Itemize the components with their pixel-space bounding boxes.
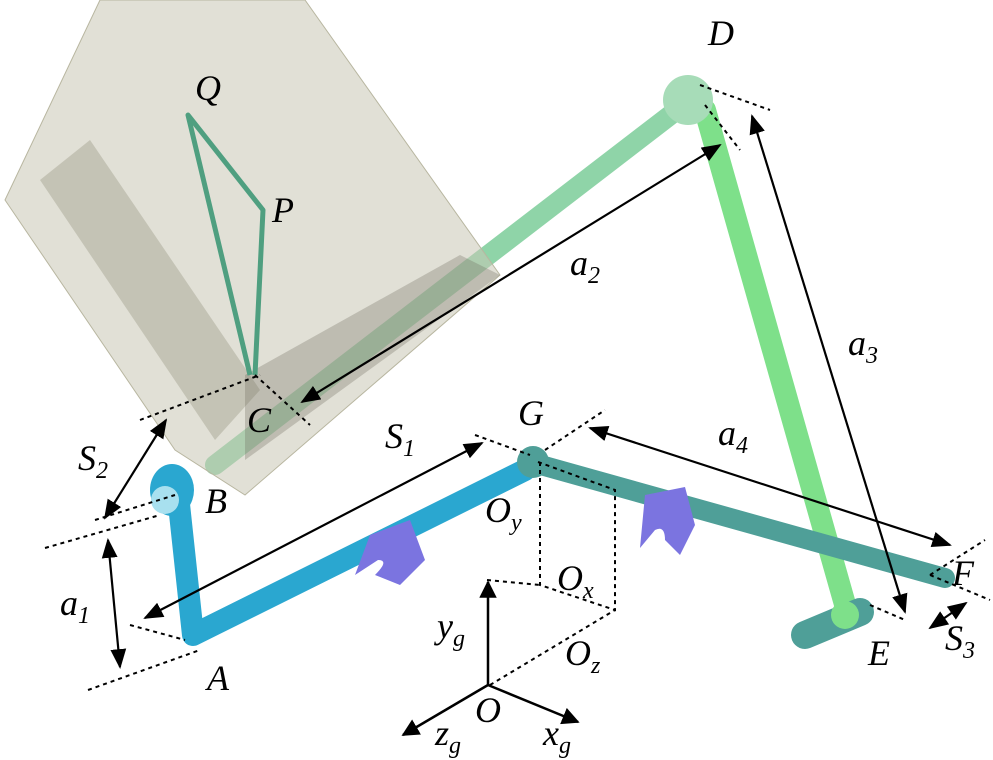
link-a1-s1 (167, 459, 536, 646)
link-a4 (520, 452, 955, 588)
label-zg: zg (434, 713, 461, 759)
arrow-s1 (143, 442, 484, 619)
arrow-a1 (101, 538, 127, 669)
label-B: B (205, 481, 227, 521)
label-a3: a3 (848, 323, 878, 369)
label-D: D (707, 13, 734, 53)
label-S1: S1 (385, 416, 415, 462)
arrow-s3 (928, 601, 968, 630)
global-axes (401, 580, 580, 737)
joint-D-ball (663, 75, 713, 125)
label-Ox: Ox (557, 558, 594, 604)
label-E: E (867, 633, 890, 673)
coupler-triangle (185, 112, 266, 376)
label-P: P (271, 190, 294, 230)
dimension-arrows (101, 114, 968, 669)
plane-shadow-band (40, 140, 260, 440)
label-a1: a1 (60, 583, 90, 629)
axis-zg (401, 683, 489, 737)
joint-E (831, 601, 859, 629)
label-F: F (951, 553, 975, 593)
label-O: O (475, 690, 501, 730)
label-Oy: Oy (485, 490, 522, 536)
label-S2: S2 (78, 438, 108, 484)
arrow-a2 (300, 143, 722, 404)
label-G: G (518, 393, 544, 433)
joint-B-cap (151, 486, 179, 514)
label-a4: a4 (718, 413, 748, 459)
label-C: C (247, 400, 272, 440)
label-A: A (205, 658, 230, 698)
arrow-a4 (588, 425, 952, 548)
label-a2: a2 (570, 243, 600, 289)
label-yg: yg (434, 606, 465, 652)
arrow-s2 (103, 418, 168, 520)
label-Oz: Oz (565, 633, 601, 679)
label-Q: Q (195, 68, 221, 108)
joint-G (517, 446, 549, 478)
axis-xg (487, 683, 580, 725)
label-S3: S3 (945, 618, 975, 664)
label-xg: xg (542, 713, 571, 759)
labels: Q P D a2 a3 C G S1 a4 S2 B Oy Ox a1 F yg… (60, 13, 975, 759)
support-right (640, 487, 695, 555)
